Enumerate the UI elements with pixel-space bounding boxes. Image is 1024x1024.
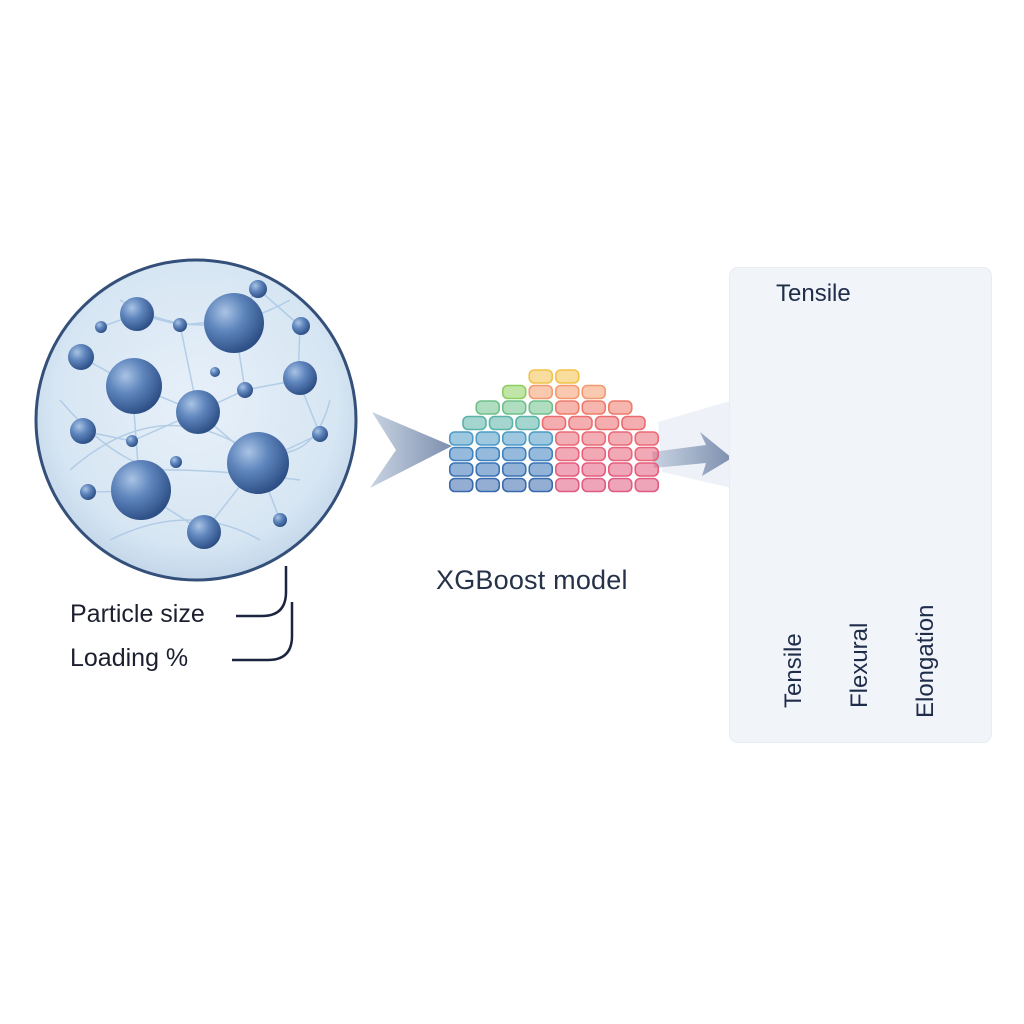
tree-block <box>528 400 554 415</box>
tree-block <box>501 384 527 400</box>
nanoparticle <box>283 361 317 395</box>
tree-block <box>554 477 580 493</box>
composite-cross-section <box>34 258 358 662</box>
tree-block <box>634 446 660 462</box>
bar-label-flexural: Flexural <box>846 622 873 708</box>
tree-block <box>448 431 474 446</box>
nanoparticles <box>68 280 328 549</box>
label-connector <box>236 566 288 618</box>
output-panel: Tensile Tensile Flexural Elongation <box>730 268 991 742</box>
tree-block <box>634 477 660 493</box>
tree-block <box>607 477 633 493</box>
tree-block <box>607 446 633 462</box>
tree-block <box>448 462 474 477</box>
nanoparticle <box>106 358 162 414</box>
tree-block <box>528 477 554 493</box>
nanoparticle <box>126 435 138 447</box>
tree-block <box>528 446 554 462</box>
tree-block <box>607 431 633 446</box>
tree-block <box>448 446 474 462</box>
nanoparticle <box>170 456 182 468</box>
tree-block <box>501 462 527 477</box>
tree-block <box>607 400 633 415</box>
bar-label-elongation: Elongation <box>912 604 939 718</box>
nanoparticle <box>95 321 107 333</box>
nanoparticle <box>210 367 220 377</box>
arrow-to-output-icon <box>652 398 740 490</box>
tree-block <box>488 415 514 431</box>
tree-block <box>554 400 580 415</box>
tree-block <box>581 446 607 462</box>
tree-block <box>634 431 660 446</box>
tree-block <box>554 446 580 462</box>
nanoparticle <box>111 460 171 520</box>
xgboost-ensemble <box>448 369 660 493</box>
tree-block <box>541 415 567 431</box>
tree-block <box>581 384 607 400</box>
nanoparticle <box>273 513 287 527</box>
tree-block <box>568 415 593 431</box>
nanoparticle <box>227 432 289 494</box>
tree-block <box>501 431 527 446</box>
nanoparticle <box>237 382 253 398</box>
tree-block <box>448 477 474 493</box>
tree-block <box>501 446 527 462</box>
tree-block <box>475 431 501 446</box>
tree-block <box>554 369 580 384</box>
nanoparticle <box>292 317 310 335</box>
tree-block <box>634 462 660 477</box>
output-panel-title: Tensile <box>776 280 851 307</box>
nanoparticle <box>120 297 154 331</box>
tree-block <box>475 462 501 477</box>
tree-block <box>528 462 554 477</box>
tree-block <box>501 477 527 493</box>
tree-block <box>581 431 607 446</box>
nanoparticle <box>70 418 96 444</box>
tree-block <box>501 400 527 415</box>
nanoparticle <box>249 280 267 298</box>
nanoparticle <box>68 344 94 370</box>
tree-block <box>475 477 501 493</box>
tree-block <box>554 384 580 400</box>
nanoparticle <box>80 484 96 500</box>
tree-block <box>515 415 540 431</box>
nanoparticle <box>312 426 328 442</box>
tree-block <box>594 415 620 431</box>
tree-block <box>462 415 487 431</box>
tree-block <box>554 431 580 446</box>
tree-block <box>581 462 607 477</box>
nanoparticle <box>173 318 187 332</box>
tree-block <box>581 477 607 493</box>
bar-label-tensile: Tensile <box>780 633 807 708</box>
tree-block <box>528 369 554 384</box>
tree-block <box>528 384 554 400</box>
tree-block <box>528 431 554 446</box>
tree-block <box>554 462 580 477</box>
tree-block <box>581 400 607 415</box>
tree-block <box>475 446 501 462</box>
tree-block <box>621 415 646 431</box>
arrow-to-model-icon <box>370 412 452 488</box>
model-label: XGBoost model <box>436 565 628 595</box>
nanoparticle <box>204 293 264 353</box>
label-loading: Loading % <box>70 644 189 672</box>
nanoparticle <box>187 515 221 549</box>
label-particle-size: Particle size <box>70 600 205 628</box>
tree-block <box>475 400 501 415</box>
label-connector <box>232 602 294 662</box>
tree-block <box>607 462 633 477</box>
nanoparticle <box>176 390 220 434</box>
